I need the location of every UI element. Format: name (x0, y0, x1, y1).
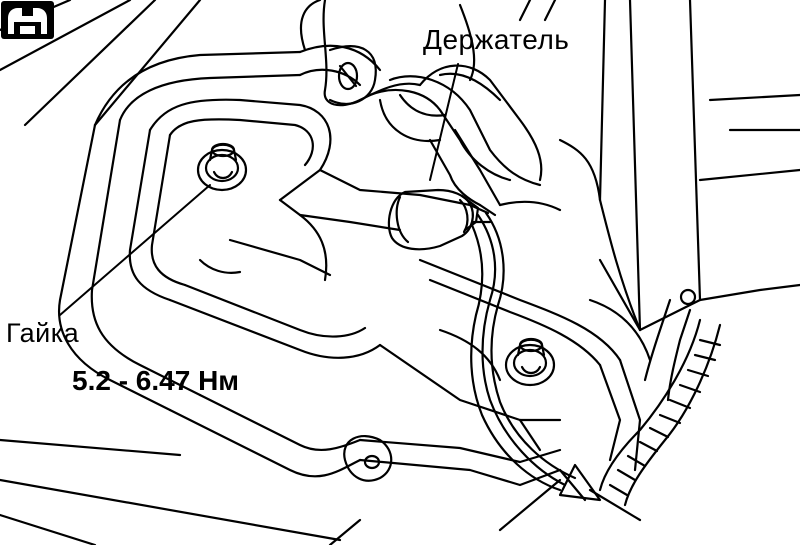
torque-wrench-icon (1, 1, 54, 39)
nut-upper (196, 142, 248, 192)
holder-wires (470, 211, 577, 492)
right-harness (558, 318, 722, 522)
upper-bracket (300, 0, 422, 107)
lower-tray-section (378, 258, 652, 472)
right-column (558, 0, 800, 402)
torque-value: 5.2 - 6.47 Нм (72, 365, 240, 396)
lower-mount-hole (343, 435, 393, 482)
holder-leader (429, 63, 459, 181)
holder (387, 188, 492, 251)
leader-lines (59, 63, 459, 316)
column-bolt-hole (679, 288, 697, 306)
nut-lower (504, 337, 556, 387)
tray-recess (128, 98, 472, 359)
harness-bracket (368, 3, 562, 217)
holder-label: Держатель (423, 24, 570, 55)
nut-label: Гайка (6, 318, 80, 348)
bracket-slot (337, 61, 359, 91)
tray-outline (58, 44, 562, 487)
body-panel-edges (0, 0, 562, 545)
nut-leader (59, 184, 211, 316)
